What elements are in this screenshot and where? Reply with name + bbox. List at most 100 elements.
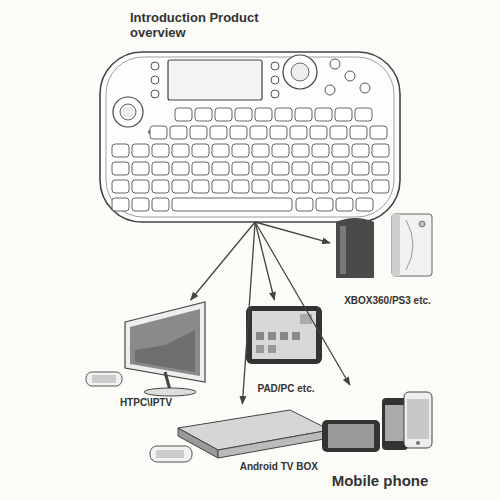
monitor-illustration-part (144, 388, 196, 396)
phone-illustration-part (416, 441, 420, 445)
key (235, 108, 252, 121)
keyboard-illustration (100, 52, 400, 222)
tv-box-illustration-part (150, 446, 192, 462)
tablet-illustration-part (256, 345, 264, 353)
phone-illustration-part (328, 424, 374, 448)
key (152, 144, 169, 157)
keyboard-illustration-part (325, 85, 335, 95)
key (372, 180, 389, 193)
console-illustration-part (406, 220, 413, 270)
tv-box-illustration (150, 410, 330, 462)
console-illustration (336, 214, 432, 278)
tv-box-device: Android TV BOX (150, 404, 330, 472)
key (172, 180, 189, 193)
key (195, 108, 212, 121)
tablet-device: PAD/PC etc. (240, 300, 332, 394)
console-illustration-part (392, 214, 432, 276)
tablet-illustration-part (280, 332, 288, 340)
key (312, 144, 329, 157)
key (150, 126, 167, 139)
key (212, 144, 229, 157)
key (152, 162, 169, 175)
monitor-illustration (86, 302, 205, 396)
key (290, 126, 307, 139)
key (332, 162, 349, 175)
key (295, 108, 312, 121)
monitor-device: HTPC\IPTV (80, 300, 212, 408)
key (212, 162, 229, 175)
key (175, 108, 192, 121)
phone-illustration (322, 392, 432, 452)
key (132, 162, 149, 175)
keyboard-illustration-part (151, 90, 159, 98)
key (112, 198, 129, 211)
device-label: PAD/PC etc. (257, 383, 314, 395)
key (192, 162, 209, 175)
keyboard (100, 52, 400, 222)
key (336, 198, 353, 211)
key (296, 198, 313, 211)
key (350, 126, 367, 139)
phone-device: Mobile phone (315, 385, 445, 489)
key (332, 144, 349, 157)
keyboard-illustration-part (271, 76, 279, 84)
key (312, 162, 329, 175)
key (330, 126, 347, 139)
key (250, 126, 267, 139)
key (190, 126, 207, 139)
key (272, 180, 289, 193)
key (152, 180, 169, 193)
device-label: XBOX360/PS3 etc. (344, 295, 431, 307)
key (356, 198, 373, 211)
key (132, 198, 149, 211)
key (352, 162, 369, 175)
key (352, 180, 369, 193)
tv-box-illustration-part (156, 450, 184, 458)
monitor-illustration-part (125, 302, 205, 382)
tablet-illustration-part (268, 345, 276, 353)
keyboard-illustration-part (330, 59, 340, 69)
key (255, 108, 272, 121)
key (372, 144, 389, 157)
key (210, 126, 227, 139)
console-illustration-part (340, 226, 346, 274)
keyboard-illustration-part (120, 104, 136, 120)
keyboard-illustration-part (100, 52, 400, 222)
connector-arrow (255, 222, 330, 243)
key (252, 180, 269, 193)
phone-illustration-part (404, 392, 432, 448)
key (252, 162, 269, 175)
keyboard-illustration-part (151, 76, 159, 84)
phone-illustration-part (407, 399, 429, 439)
key (232, 180, 249, 193)
key (152, 198, 169, 211)
key (232, 144, 249, 157)
keyboard-illustration-part (106, 57, 394, 217)
tablet-illustration-part (300, 314, 312, 324)
monitor-illustration-part (130, 309, 200, 376)
key (352, 144, 369, 157)
key (192, 144, 209, 157)
key (230, 126, 247, 139)
device-label: Android TV BOX (240, 461, 318, 473)
key (112, 162, 129, 175)
key (172, 198, 292, 211)
tablet-illustration-part (256, 332, 264, 340)
keyboard-illustration-part (151, 62, 159, 70)
keyboard-illustration-part (271, 90, 279, 98)
device-label: Mobile phone (332, 472, 429, 489)
key (232, 162, 249, 175)
console-illustration-part (336, 218, 374, 278)
tablet-illustration-part (252, 311, 316, 359)
key (215, 108, 232, 121)
tablet-illustration (246, 306, 322, 364)
console-device: XBOX360/PS3 etc. (330, 212, 445, 306)
key (172, 144, 189, 157)
key (372, 162, 389, 175)
key (132, 144, 149, 157)
key (292, 162, 309, 175)
key (370, 126, 387, 139)
